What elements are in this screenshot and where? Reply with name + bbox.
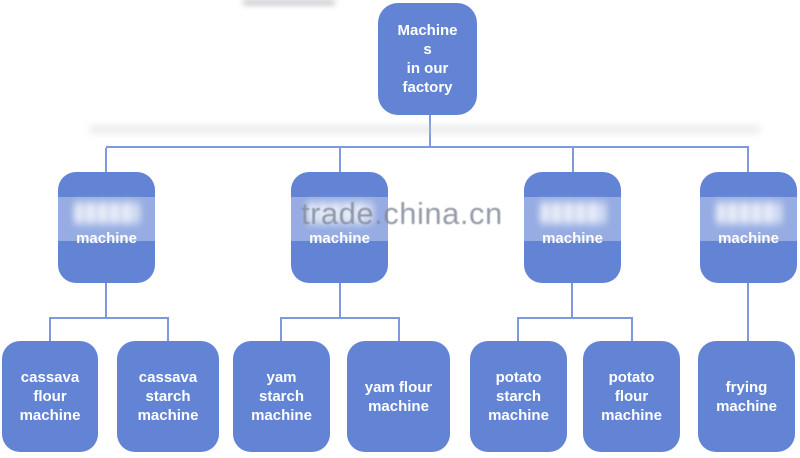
mid-blur-artifact: [90, 126, 760, 133]
blurred-text-smudge: [74, 202, 139, 224]
connector-group1-horizontal: [49, 317, 169, 319]
blurred-text-smudge: [307, 202, 372, 224]
connector-main-horizontal: [106, 146, 749, 148]
leaf-label-line: starch: [495, 388, 542, 405]
leaf-label-line: cassava: [20, 369, 80, 386]
root-node-machines-in-our-factory: Machine s in our factory: [378, 3, 477, 115]
leaf-node-potato-flour-machine: potato flour machine: [583, 341, 680, 452]
connector-group2-drop-right: [398, 319, 400, 341]
connector-group1-drop-left: [49, 319, 51, 341]
connector-root-stem: [429, 115, 431, 148]
branch-node-3: machine: [524, 172, 621, 283]
root-label-line: in our: [406, 60, 449, 77]
blurred-text-smudge: [540, 202, 605, 224]
branch-label: machine: [309, 230, 370, 247]
leaf-label-line: flour: [614, 388, 649, 405]
leaf-label-line: flour: [33, 388, 67, 405]
leaf-label-line: machine: [716, 397, 777, 415]
leaf-node-frying-machine: frying machine: [698, 341, 795, 452]
leaf-label-line: machine: [368, 397, 429, 415]
leaf-label-line: starch: [145, 388, 191, 405]
leaf-node-cassava-flour-machine: cassava flour machine: [2, 341, 98, 452]
connector-drop-branch-4: [747, 148, 749, 172]
connector-group2-stem: [339, 283, 341, 319]
leaf-label-line: yam flour: [364, 378, 433, 396]
leaf-label-line: machine: [19, 407, 81, 424]
connector-group3-horizontal: [517, 317, 633, 319]
leaf-node-cassava-starch-machine: cassava starch machine: [117, 341, 219, 452]
leaf-node-potato-starch-machine: potato starch machine: [470, 341, 567, 452]
leaf-label-line: machine: [251, 407, 312, 424]
leaf-label-line: potato: [495, 369, 542, 386]
connector-group1-stem: [105, 283, 107, 319]
root-label-line: Machine: [397, 22, 458, 39]
branch-label: machine: [718, 230, 779, 247]
connector-drop-branch-1: [105, 148, 107, 172]
leaf-label-line: machine: [488, 407, 549, 424]
leaf-label-line: cassava: [138, 369, 198, 386]
connector-group1-drop-right: [167, 319, 169, 341]
connector-group3-drop-right: [631, 319, 633, 341]
branch-label: machine: [76, 230, 137, 247]
root-label-line: s: [423, 41, 432, 58]
leaf-label-line: potato: [608, 369, 655, 386]
leaf-label-line: machine: [601, 407, 662, 424]
top-blur-artifact: [243, 0, 335, 5]
branch-node-1: machine: [58, 172, 155, 283]
connector-group3-stem: [571, 283, 573, 319]
branch-node-4: machine: [700, 172, 797, 283]
connector-group2-horizontal: [280, 317, 400, 319]
blurred-text-smudge: [716, 202, 781, 224]
leaf-label-line: frying: [725, 378, 768, 396]
root-label-line: factory: [402, 79, 453, 96]
leaf-label-line: machine: [137, 407, 199, 424]
branch-node-2: machine: [291, 172, 388, 283]
connector-group3-drop-left: [517, 319, 519, 341]
leaf-node-yam-flour-machine: yam flour machine: [347, 341, 450, 452]
leaf-label-line: yam: [266, 369, 297, 386]
connector-group4-stem: [747, 283, 749, 341]
watermark-text: trade.china.cn: [301, 196, 503, 231]
leaf-label-line: starch: [258, 388, 305, 405]
connector-group2-drop-left: [280, 319, 282, 341]
connector-drop-branch-2: [339, 148, 341, 172]
connector-drop-branch-3: [572, 148, 574, 172]
leaf-node-yam-starch-machine: yam starch machine: [233, 341, 330, 452]
branch-label: machine: [542, 230, 603, 247]
